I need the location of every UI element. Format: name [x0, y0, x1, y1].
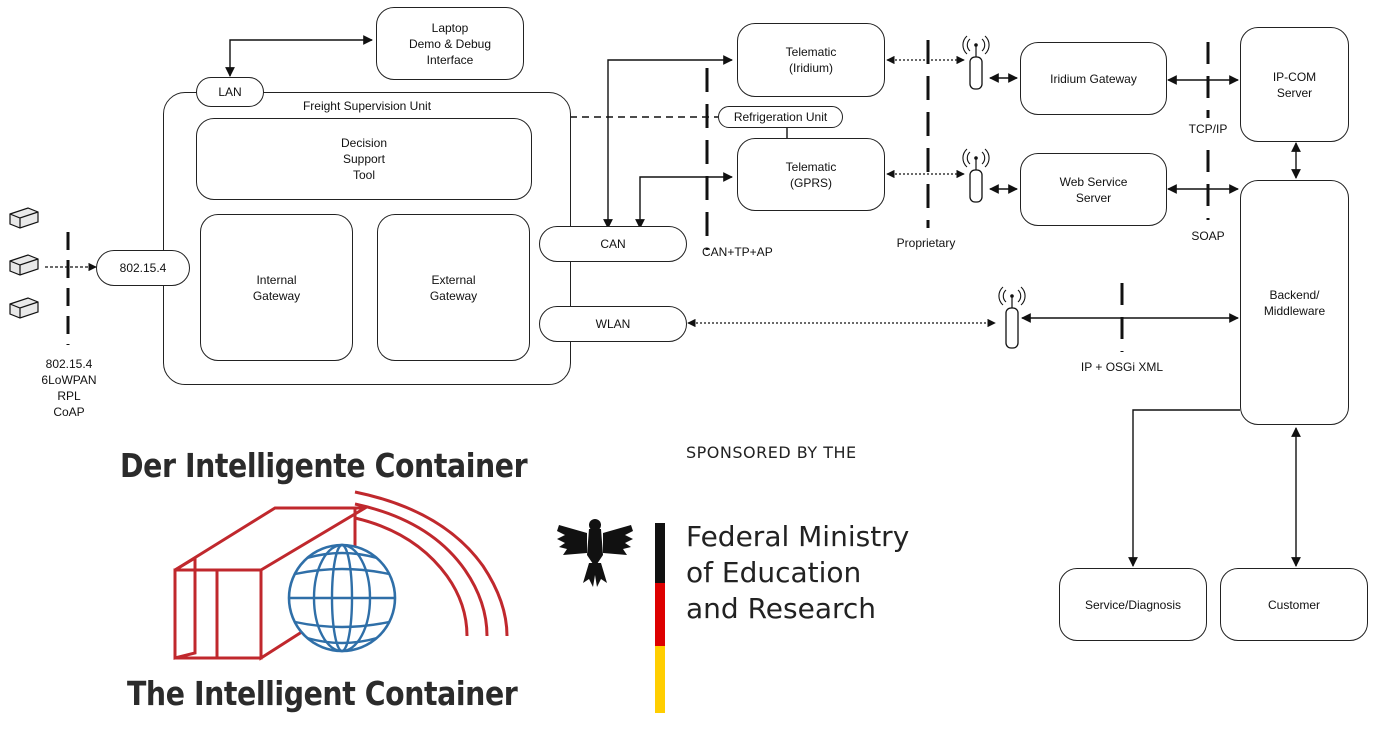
ministry-name: Federal Ministry of Education and Resear… — [686, 520, 910, 625]
can-protocol-label: CAN+TP+AP — [702, 245, 773, 259]
sensor-node-icon — [9, 297, 39, 319]
antenna-icon — [962, 35, 990, 90]
laptop-interface: Laptop Demo & Debug Interface — [376, 7, 524, 80]
backend-middleware: Backend/ Middleware — [1240, 180, 1349, 425]
external-gateway: External Gateway — [377, 214, 530, 361]
lan-laptop-link — [225, 35, 373, 77]
proprietary-label: Proprietary — [896, 236, 956, 250]
federal-eagle-icon — [557, 519, 633, 587]
service-diagnosis: Service/Diagnosis — [1059, 568, 1207, 641]
can-gprs-link — [635, 172, 733, 229]
web-service-server: Web Service Server — [1020, 153, 1167, 226]
antenna-icon — [962, 148, 990, 203]
internal-gateway: Internal Gateway — [200, 214, 353, 361]
decision-support-tool: Decision Support Tool — [196, 118, 532, 200]
telematic-gprs: Telematic (GPRS) — [737, 138, 885, 211]
ip-com-server: IP-COM Server — [1240, 27, 1349, 142]
wlan-port: WLAN — [539, 306, 687, 342]
container-logo — [173, 490, 509, 661]
can-iridium-link — [603, 55, 733, 229]
lan-port: LAN — [196, 77, 264, 107]
soap-label: SOAP — [1191, 229, 1225, 243]
refrigeration-unit: Refrigeration Unit — [718, 106, 843, 128]
logo-title-english: The Intelligent Container — [127, 674, 518, 713]
port-802-15-4: 802.15.4 — [96, 250, 190, 286]
iridium-gateway: Iridium Gateway — [1020, 42, 1167, 115]
fsu-label: Freight Supervision Unit — [302, 99, 432, 113]
sensor-protocol-stack: 802.15.4 6LoWPAN RPL CoAP — [41, 357, 97, 419]
sponsored-by-label: SPONSORED BY THE — [686, 443, 857, 462]
logo-title-german: Der Intelligente Container — [120, 446, 528, 485]
sensor-node-icon — [9, 207, 39, 229]
antenna-icon — [998, 286, 1026, 349]
sensor-node-icon — [9, 254, 39, 276]
tcpip-label: TCP/IP — [1188, 122, 1228, 136]
ip-osgi-label: IP + OSGi XML — [1080, 360, 1164, 374]
customer: Customer — [1220, 568, 1368, 641]
telematic-iridium: Telematic (Iridium) — [737, 23, 885, 97]
backend-service-link — [1128, 409, 1240, 567]
can-port: CAN — [539, 226, 687, 262]
german-flag-bar — [655, 523, 665, 713]
